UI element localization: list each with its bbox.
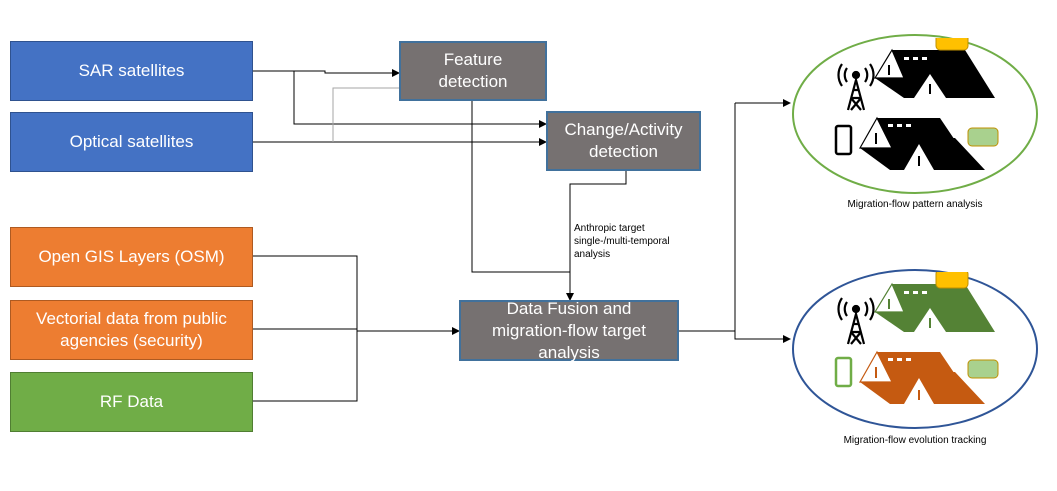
antenna-tower-icon [837, 297, 875, 345]
tent-icon [873, 48, 995, 98]
change-activity-detection-box: Change/Activity detection [546, 111, 701, 171]
mobile-phone-icon [834, 356, 853, 388]
vectorial-data-box: Vectorial data from public agencies (sec… [10, 300, 253, 360]
data-fusion-label: Data Fusion and migration-flow target an… [491, 298, 646, 362]
mobile-phone-icon [834, 124, 853, 156]
tent-icon [873, 282, 995, 332]
pattern-analysis-caption: Migration-flow pattern analysis [847, 199, 983, 210]
feature-detection-label: Feature detection [438, 50, 508, 91]
vectorial-data-label: Vectorial data from public agencies (sec… [36, 309, 227, 350]
message-bubble-icon [935, 38, 969, 51]
open-gis-layers-label: Open GIS Layers (OSM) [38, 247, 225, 266]
message-bubble-icon [967, 359, 999, 379]
evolution-tracking-caption: Migration-flow evolution tracking [843, 435, 987, 446]
sar-satellites-box: SAR satellites [10, 41, 253, 101]
optical-satellites-label: Optical satellites [69, 132, 194, 151]
antenna-tower-icon [837, 63, 875, 111]
sar-satellites-label: SAR satellites [78, 61, 185, 80]
change-activity-detection-label: Change/Activity detection [564, 120, 683, 161]
data-fusion-box: Data Fusion and migration-flow target an… [459, 298, 679, 362]
feature-detection-box: Feature detection [399, 41, 547, 101]
open-gis-layers-box: Open GIS Layers (OSM) [10, 227, 253, 287]
evolution-icons [834, 272, 999, 404]
anthropic-analysis-annotation: Anthropic target single-/multi-temporal … [574, 223, 670, 260]
rf-data-label: RF Data [99, 392, 164, 411]
pattern-icons [834, 38, 999, 170]
tent-icon [858, 350, 985, 404]
rf-data-box: RF Data [10, 372, 253, 432]
pattern-ellipse [792, 34, 1038, 194]
tent-icon [858, 116, 985, 170]
optical-satellites-box: Optical satellites [10, 112, 253, 172]
message-bubble-icon [967, 127, 999, 147]
evolution-ellipse [792, 269, 1038, 429]
message-bubble-icon [935, 272, 969, 289]
